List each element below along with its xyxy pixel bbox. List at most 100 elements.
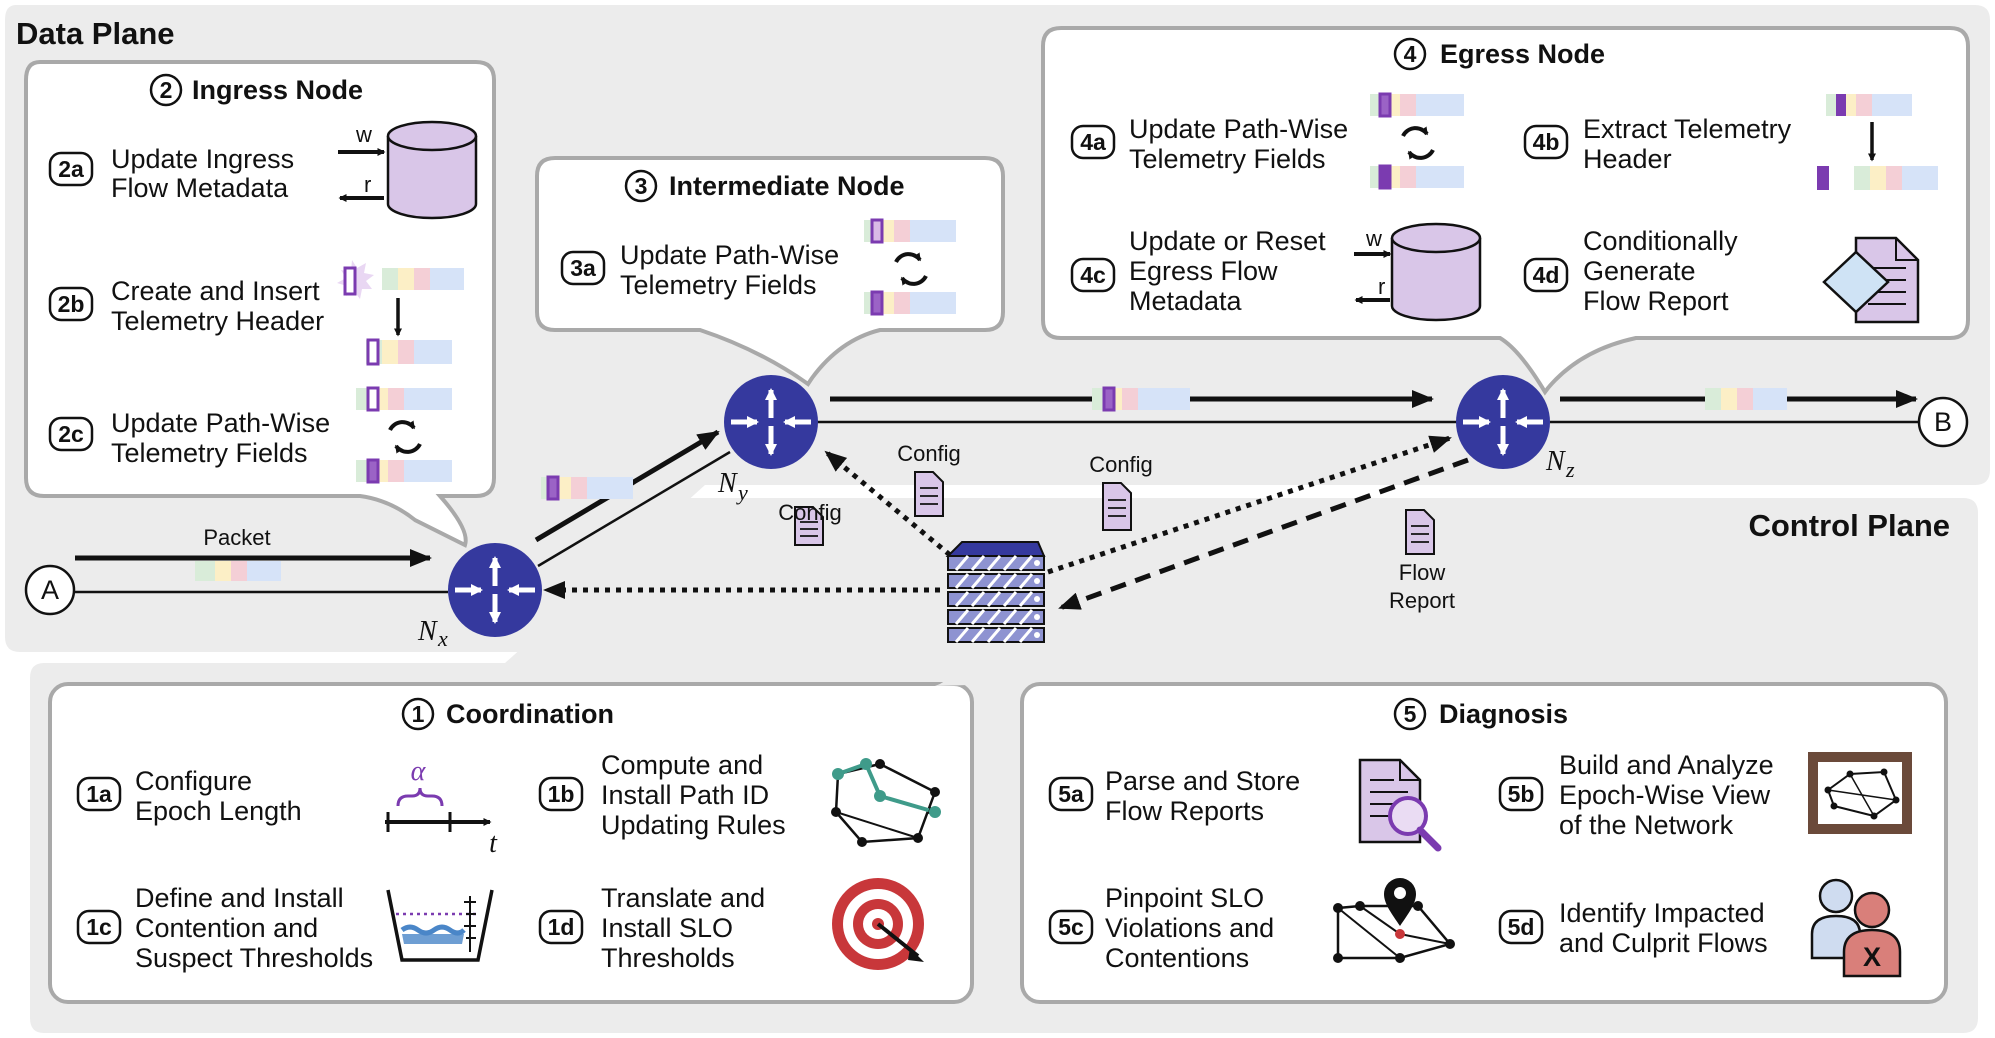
egress-title: Egress Node <box>1440 39 1605 69</box>
packet-strip-nx-ny <box>541 475 633 501</box>
step-5b-line-3: of the Network <box>1559 810 1734 840</box>
step-4b-line-2: Header <box>1583 144 1672 174</box>
router-nz-icon <box>1456 375 1550 469</box>
packet-strip-a-nx <box>195 561 281 581</box>
node-nz-subscript: z <box>1565 457 1575 482</box>
step-4a-badge <box>1070 124 1116 160</box>
step-1d-badge <box>538 909 584 945</box>
config-label-nx: Config <box>778 500 842 525</box>
step-2b-id: 2b <box>58 291 85 317</box>
step-4a-id: 4a <box>1080 129 1106 155</box>
step-2a-line-1: Update Ingress <box>111 144 294 174</box>
step-4c-line-1: Update or Reset <box>1129 226 1326 256</box>
egress-number-badge <box>1393 37 1427 71</box>
link-nx-ny <box>537 450 731 568</box>
step-4d-line-1: Conditionally <box>1583 226 1738 256</box>
ingress-number-badge <box>149 73 183 107</box>
step-5b-badge <box>1498 776 1544 812</box>
insert-header-icon <box>337 260 464 366</box>
coordination-number-badge <box>401 697 435 731</box>
ingress-database-icon: w r <box>338 120 478 220</box>
step-5d-line-2: and Culprit Flows <box>1559 928 1768 958</box>
node-ny-label: N <box>717 468 738 499</box>
step-1c-line-2: Contention and <box>135 913 318 943</box>
step-5c-line-1: Pinpoint SLO <box>1105 883 1264 913</box>
step-4c-line-2: Egress Flow <box>1129 256 1278 286</box>
coordination-number: 1 <box>412 701 425 727</box>
controller-server-icon <box>945 541 1046 643</box>
packet-strip-ny-nz <box>1092 386 1190 412</box>
step-5b-id: 5b <box>1508 781 1535 807</box>
step-4a-line-1: Update Path-Wise <box>1129 114 1348 144</box>
config-arrow-nz <box>1047 435 1452 575</box>
router-ny-icon <box>724 375 818 469</box>
step-2c-badge <box>48 416 94 452</box>
diagnosis-number-badge <box>1393 697 1427 731</box>
step-3a-line-1: Update Path-Wise <box>620 240 839 270</box>
step-1a-id: 1a <box>86 781 112 807</box>
step-4b-badge <box>1523 124 1569 160</box>
write-label: w <box>355 122 372 147</box>
generate-report-icon <box>1822 236 1920 324</box>
alpha-symbol: α <box>411 756 427 787</box>
people-flows-icon: X <box>1810 878 1902 978</box>
extract-header-icon <box>1817 94 1938 190</box>
flow-report-label-line-2: Report <box>1389 588 1455 613</box>
step-1a-line-1: Configure <box>135 766 252 796</box>
step-5c-id: 5c <box>1058 914 1084 940</box>
update-fields-icon <box>356 386 452 484</box>
step-5d-line-1: Identify Impacted <box>1559 898 1765 928</box>
step-1b-line-2: Install Path ID <box>601 780 769 810</box>
step-4c-badge <box>1070 257 1116 293</box>
ingress-number: 2 <box>160 77 173 103</box>
step-2c-id: 2c <box>58 421 84 447</box>
step-1c-line-1: Define and Install <box>135 883 344 913</box>
step-3a-badge <box>560 250 606 286</box>
step-2b-line-1: Create and Insert <box>111 276 320 306</box>
step-5a-id: 5a <box>1058 781 1084 807</box>
config-doc-icon-2 <box>914 471 944 517</box>
flow-report-label-line-1: Flow <box>1399 560 1446 585</box>
step-5b-line-2: Epoch-Wise View <box>1559 780 1771 810</box>
intermediate-number: 3 <box>635 173 648 199</box>
target-icon <box>832 878 924 970</box>
culprit-x-mark: X <box>1863 942 1881 972</box>
time-symbol: t <box>489 828 498 859</box>
flow-report-doc-icon <box>1405 509 1435 555</box>
step-4a-line-2: Telemetry Fields <box>1129 144 1326 174</box>
step-5d-id: 5d <box>1508 914 1535 940</box>
step-1b-badge <box>538 776 584 812</box>
step-3a-line-2: Telemetry Fields <box>620 270 817 300</box>
step-1d-line-3: Thresholds <box>601 943 735 973</box>
egress-node-box: 4 Egress Node 4a Update Path-Wise Teleme… <box>1041 26 1970 396</box>
intermediate-title: Intermediate Node <box>669 171 905 201</box>
step-5a-line-2: Flow Reports <box>1105 796 1264 826</box>
intermediate-update-fields-icon <box>864 218 956 316</box>
step-4c-line-3: Metadata <box>1129 286 1243 316</box>
read-label: r <box>364 172 371 197</box>
epoch-timeline-icon: α t <box>385 756 498 859</box>
step-1b-line-3: Updating Rules <box>601 810 786 840</box>
step-2b-badge <box>48 286 94 322</box>
threshold-bucket-icon <box>386 889 494 962</box>
flow-report-arrow <box>1058 457 1469 611</box>
step-1a-badge <box>76 776 122 812</box>
control-plane-label: Control Plane <box>1748 508 1950 543</box>
step-4b-line-1: Extract Telemetry <box>1583 114 1792 144</box>
step-4b-id: 4b <box>1533 129 1560 155</box>
step-4c-id: 4c <box>1080 262 1106 288</box>
step-1b-line-1: Compute and <box>601 750 763 780</box>
node-ny-subscript: y <box>736 480 748 505</box>
intermediate-number-badge <box>624 169 658 203</box>
packet-label: Packet <box>203 525 270 550</box>
router-nx-icon <box>448 543 542 637</box>
step-4d-badge <box>1523 257 1569 293</box>
path-graph-icon <box>831 758 941 847</box>
step-2c-line-2: Telemetry Fields <box>111 438 308 468</box>
ingress-node-box: 2 Ingress Node 2a Update Ingress Flow Me… <box>24 60 496 548</box>
step-2a-id: 2a <box>58 156 84 182</box>
step-5c-line-3: Contentions <box>1105 943 1249 973</box>
diagnosis-title: Diagnosis <box>1439 699 1568 729</box>
config-arrow-ny <box>824 450 952 557</box>
